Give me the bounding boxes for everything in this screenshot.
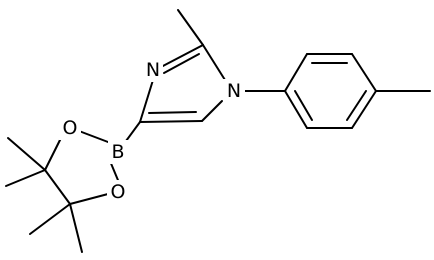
bond-c2-n3-double: [163, 53, 200, 74]
atom-b-label: B: [111, 141, 124, 163]
bond-me-4: [69, 203, 83, 253]
bond-ar-6: [284, 90, 308, 129]
atom-o-top-label: O: [63, 117, 78, 139]
bond-ar-inner-2: [346, 90, 367, 121]
bond-c2-methyl: [177, 9, 204, 46]
imidazole-ring: [139, 44, 226, 123]
bond-n1-c2: [202, 44, 226, 81]
bond-n3-c4: [139, 79, 154, 123]
bond-c4-b: [125, 121, 141, 142]
bond-o-top-c: [44, 137, 62, 171]
bond-me-2: [5, 169, 46, 187]
tolyl-ring: [284, 53, 377, 129]
bond-ar-1: [284, 53, 308, 92]
atom-labels: N N B O O: [59, 58, 245, 204]
bond-me-1: [7, 137, 46, 171]
bond-me-3: [29, 203, 71, 235]
bond-b-o-top: [78, 130, 109, 143]
bond-ar-3: [351, 53, 377, 92]
bond-ar-4: [351, 90, 377, 129]
bond-ar-inner-3: [294, 90, 313, 121]
atom-n3-label: N: [146, 59, 160, 81]
bond-c2-n3: [160, 44, 204, 68]
bond-c5-n1: [201, 100, 223, 122]
atom-n1-label: N: [227, 80, 241, 102]
atom-o-bottom-label: O: [111, 181, 126, 203]
bond-c4-c5: [139, 120, 203, 123]
bond-c-c: [44, 169, 71, 205]
bond-c4-c5-double: [148, 111, 197, 114]
bond-c-o-bottom: [69, 193, 109, 205]
